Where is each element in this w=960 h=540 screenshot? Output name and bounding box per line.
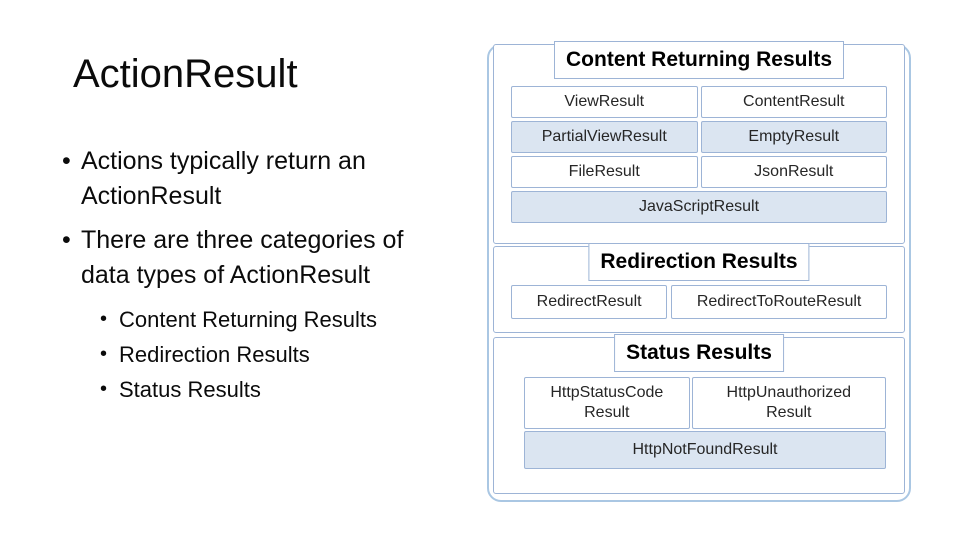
section-grid: ViewResult ContentResult PartialViewResu… xyxy=(511,86,887,223)
sub-bullet-item: Status Results xyxy=(100,372,464,407)
cell-javascript-result: JavaScriptResult xyxy=(511,191,887,223)
bullet-list: Actions typically return an ActionResult… xyxy=(62,144,464,408)
cell-content-result: ContentResult xyxy=(700,86,887,118)
section-content-returning-results: Content Returning Results ViewResult Con… xyxy=(493,41,905,244)
cell-http-status-code-result: HttpStatusCode Result xyxy=(524,377,690,429)
bullet-item: Actions typically return an ActionResult xyxy=(62,144,464,214)
actionresult-diagram: Content Returning Results ViewResult Con… xyxy=(487,41,911,502)
section-redirection-results: Redirection Results RedirectResult Redir… xyxy=(493,243,905,333)
section-header: Redirection Results xyxy=(588,243,810,282)
cell-redirect-result: RedirectResult xyxy=(511,285,668,319)
bullet-item: There are three categories of data types… xyxy=(62,223,464,293)
section-grid: RedirectResult RedirectToRouteResult xyxy=(511,285,887,319)
sub-bullet-item: Content Returning Results xyxy=(100,302,464,337)
cell-file-result: FileResult xyxy=(511,156,698,188)
cell-http-unauthorized-result: HttpUnauthorized Result xyxy=(691,377,886,429)
section-status-results: Status Results HttpStatusCode Result Htt… xyxy=(493,334,905,494)
sub-bullet-list: Content Returning Results Redirection Re… xyxy=(100,302,464,408)
section-header: Content Returning Results xyxy=(554,41,844,80)
cell-empty-result: EmptyResult xyxy=(700,121,887,153)
section-header: Status Results xyxy=(614,334,784,373)
cell-http-not-found-result: HttpNotFoundResult xyxy=(524,431,886,469)
cell-partial-view-result: PartialViewResult xyxy=(511,121,698,153)
section-grid: HttpStatusCode Result HttpUnauthorized R… xyxy=(524,377,886,469)
page-title: ActionResult xyxy=(73,52,298,96)
sub-bullet-item: Redirection Results xyxy=(100,337,464,372)
cell-json-result: JsonResult xyxy=(700,156,887,188)
cell-view-result: ViewResult xyxy=(511,86,698,118)
cell-redirect-to-route-result: RedirectToRouteResult xyxy=(671,285,887,319)
